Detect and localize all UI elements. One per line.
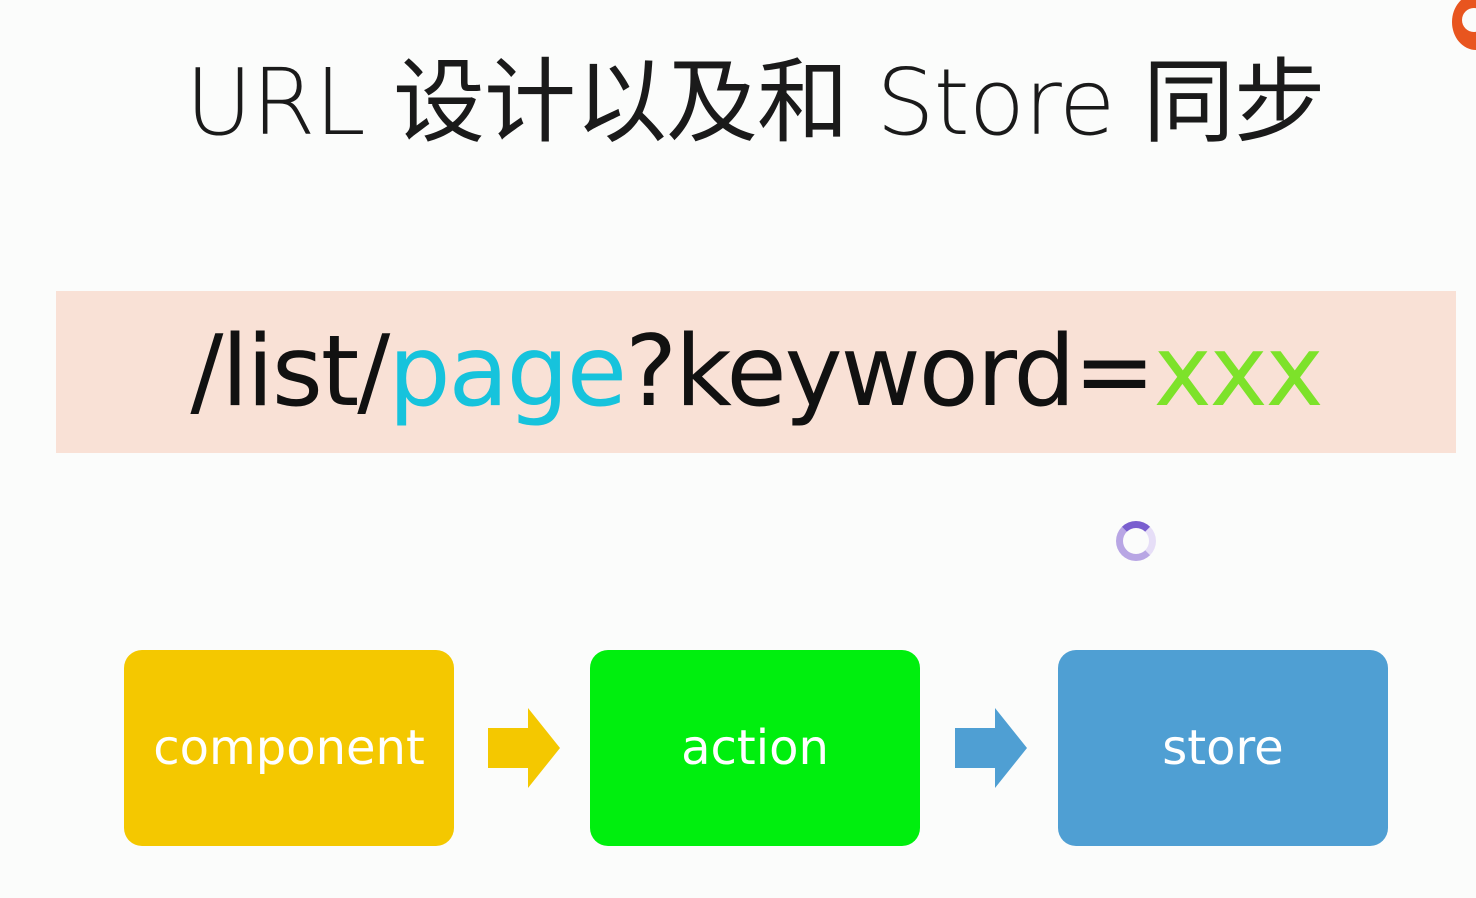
flow-box-action: action <box>590 650 920 846</box>
flow-box-label: component <box>153 720 425 776</box>
url-pattern-band: /list/page?keyword=xxx <box>56 291 1456 453</box>
url-prefix: /list/ <box>190 315 390 429</box>
loading-spinner-icon <box>1116 521 1156 561</box>
slide-title: URL 设计以及和 Store 同步 <box>185 49 1325 156</box>
url-query-value: xxx <box>1153 315 1324 429</box>
arrow-right-icon <box>955 708 1027 788</box>
url-pattern: /list/page?keyword=xxx <box>56 291 1456 453</box>
flow-box-store: store <box>1058 650 1388 846</box>
flow-box-label: action <box>681 720 829 776</box>
flow-box-component: component <box>124 650 454 846</box>
flow-box-label: store <box>1162 720 1284 776</box>
corner-logo-icon <box>1452 0 1476 50</box>
arrow-right-icon <box>488 708 560 788</box>
url-page-param: page <box>388 315 627 429</box>
url-query-key: ?keyword= <box>625 315 1156 429</box>
